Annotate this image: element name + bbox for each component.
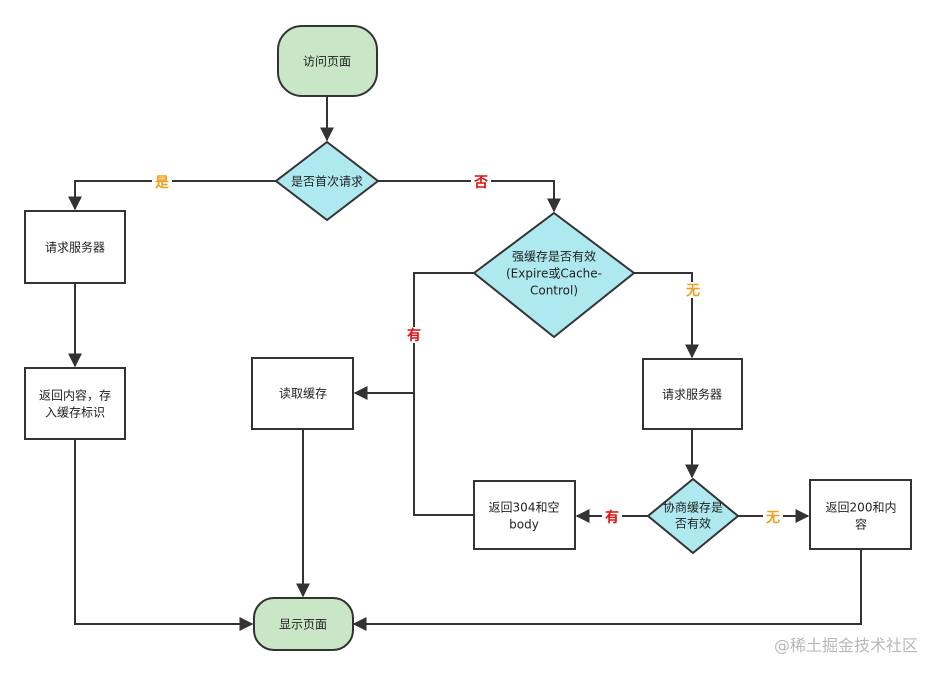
first-request-label: 是否首次请求 [291, 175, 363, 189]
request-server-left-label: 请求服务器 [45, 240, 105, 255]
label-yes: 是 [155, 175, 170, 191]
return-store-label-1: 返回内容，存 [39, 388, 111, 403]
return-store-label-2: 入缓存标识 [45, 406, 105, 420]
strong-cache-label-3: Control) [530, 284, 578, 298]
strong-cache-label-2: (Expire或Cache- [506, 267, 602, 281]
label-no: 否 [473, 175, 488, 191]
strong-cache-label-1: 强缓存是否有效 [512, 249, 596, 264]
edge-200-to-show [352, 549, 862, 631]
node-return-200: 返回200和内 容 [809, 479, 912, 550]
label-has-strong: 有 [407, 327, 421, 344]
return-304-label-1: 返回304和空 [489, 501, 560, 515]
return-200-label-1: 返回200和内 [826, 501, 897, 515]
node-return-store: 返回内容，存 入缓存标识 [24, 367, 126, 440]
negotiate-label-2: 否有效 [675, 516, 711, 531]
request-server-right-label: 请求服务器 [662, 387, 722, 402]
node-read-cache: 读取缓存 [251, 357, 354, 430]
node-show-page: 显示页面 [253, 597, 354, 651]
node-request-server-left: 请求服务器 [24, 210, 126, 284]
edge-first-no [378, 180, 561, 213]
node-visit-page: 访问页面 [277, 25, 378, 97]
label-has-negotiate: 有 [605, 509, 619, 526]
node-request-server-right: 请求服务器 [642, 358, 743, 430]
decision-strong-cache: 强缓存是否有效 (Expire或Cache- Control) [472, 211, 636, 339]
return-304-label-2: body [509, 518, 539, 532]
read-cache-label: 读取缓存 [279, 387, 327, 401]
edges [68, 96, 862, 631]
node-return-304: 返回304和空 body [473, 480, 576, 550]
return-200-label-2: 容 [855, 517, 867, 532]
label-none-negotiate: 无 [765, 510, 780, 526]
label-none-strong: 无 [685, 283, 700, 299]
decision-first-request: 是否首次请求 [274, 140, 380, 222]
edge-labels: 是 否 有 无 有 无 [152, 174, 783, 526]
edge-return-to-show [74, 439, 254, 631]
edge-first-yes [68, 180, 276, 211]
negotiate-label-1: 协商缓存是 [663, 500, 723, 515]
visit-page-label: 访问页面 [303, 55, 351, 69]
watermark: @稀土掘金技术社区 [773, 636, 918, 655]
edge-304-to-read [413, 393, 474, 516]
decision-negotiate-cache: 协商缓存是 否有效 [646, 477, 740, 555]
show-page-label: 显示页面 [279, 618, 327, 632]
edge-strong-none [634, 272, 699, 359]
